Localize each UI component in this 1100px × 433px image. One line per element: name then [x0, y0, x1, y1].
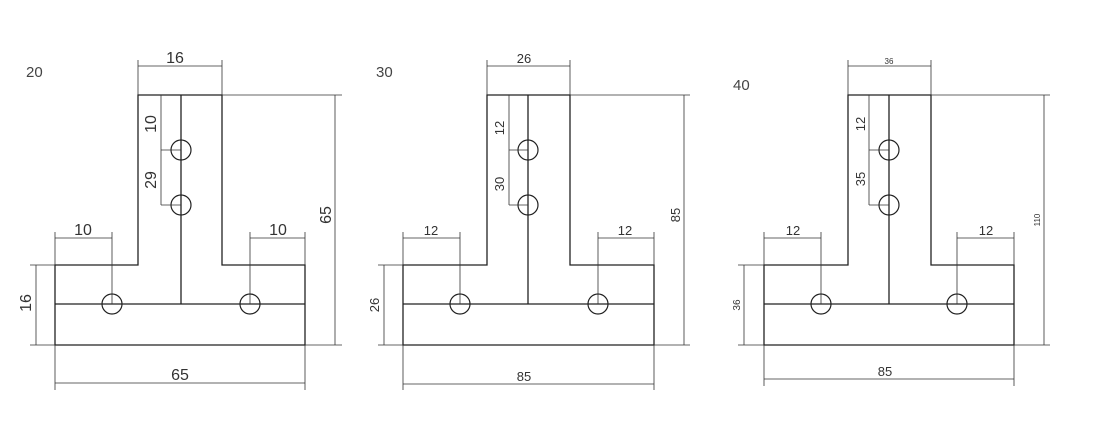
dimension-right-offset: 12	[618, 223, 632, 238]
drawing-title: 30	[376, 64, 393, 81]
dimension-total-width: 85	[878, 364, 892, 379]
dimension-left-offset: 12	[786, 223, 800, 238]
plate-outline	[54, 94, 306, 346]
dimension-bar-height: 26	[367, 298, 382, 312]
dimension-total-width: 85	[517, 369, 531, 384]
dimension-top-hole-offset: 12	[853, 117, 868, 131]
dimension-left-offset: 10	[74, 222, 92, 239]
dimension-bar-height: 36	[732, 299, 743, 311]
dimension-total-height: 65	[318, 206, 335, 224]
dimension-stem-width: 26	[517, 51, 531, 66]
t-plate-drawing-20: 20 16 10 29 10 10 65	[18, 50, 342, 390]
dimension-stem-width: 36	[885, 57, 894, 66]
dimension-total-height: 110	[1033, 213, 1042, 226]
dimension-total-width: 65	[171, 367, 189, 384]
drawing-title: 20	[26, 64, 43, 81]
dimension-total-height: 85	[668, 208, 683, 222]
dimension-left-offset: 12	[424, 223, 438, 238]
dimension-hole-spacing: 29	[143, 171, 160, 189]
dimension-top-hole-offset: 12	[492, 121, 507, 135]
drawing-title: 40	[733, 77, 750, 94]
t-plate-drawing-40: 40 36 12 35 12 12 110	[732, 57, 1050, 386]
t-plate-drawing-30: 30 26 12 30 12 12 85	[367, 51, 690, 390]
dimension-stem-width: 16	[166, 50, 184, 67]
dimension-top-hole-offset: 10	[143, 115, 160, 133]
dimension-hole-spacing: 30	[492, 177, 507, 191]
dimension-bar-height: 16	[18, 294, 35, 312]
dimension-right-offset: 10	[269, 222, 287, 239]
dimension-hole-spacing: 35	[853, 172, 868, 186]
dimension-right-offset: 12	[979, 223, 993, 238]
